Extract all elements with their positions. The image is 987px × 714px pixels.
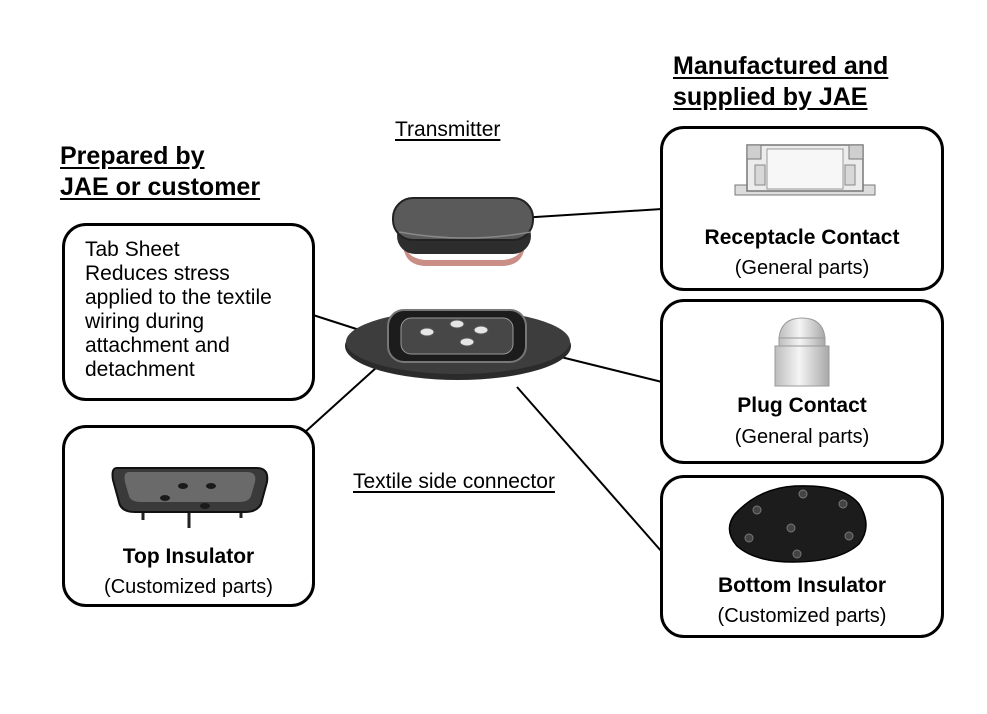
tab-sheet-desc-line: wiring during (85, 310, 205, 333)
prepared-heading-line1: Prepared by (60, 142, 205, 170)
textile-connector-illustration (345, 309, 571, 380)
top-insulator-illustration (111, 467, 269, 528)
plug-contact-box: Plug Contact (General parts) (660, 299, 944, 464)
tab-sheet-desc-line: Reduces stress (85, 262, 230, 285)
top-insulator-type: (Customized parts) (104, 576, 273, 598)
transmitter-label: Transmitter (395, 118, 501, 141)
transmitter-illustration (392, 197, 534, 266)
leader-line-bottom-insulator (516, 386, 663, 553)
tab-sheet-desc-line: attachment and (85, 334, 230, 357)
bottom-insulator-illustration (728, 485, 867, 563)
bottom-insulator-name: Bottom Insulator (718, 574, 886, 597)
plug-contact-type: (General parts) (734, 426, 870, 448)
receptacle-contact-type: (General parts) (734, 257, 870, 279)
receptacle-contact-illustration (734, 144, 876, 196)
receptacle-contact-name: Receptacle Contact (704, 226, 900, 249)
tab-sheet-box: Tab Sheet Reduces stress applied to the … (62, 223, 315, 401)
top-insulator-name: Top Insulator (122, 545, 255, 568)
textile-connector-label: Textile side connector (353, 470, 555, 493)
manufactured-heading: Manufactured and supplied by JAE (673, 51, 888, 113)
bottom-insulator-type: (Customized parts) (717, 605, 887, 627)
tab-sheet-text: Tab Sheet Reduces stress applied to the … (85, 238, 272, 382)
bottom-insulator-box: Bottom Insulator (Customized parts) (660, 475, 944, 638)
manufactured-heading-line2: supplied by JAE (673, 83, 868, 111)
receptacle-contact-box: Receptacle Contact (General parts) (660, 126, 944, 291)
top-insulator-box: Top Insulator (Customized parts) (62, 425, 315, 607)
manufactured-heading-line1: Manufactured and (673, 52, 889, 80)
prepared-heading: Prepared by JAE or customer (60, 141, 260, 203)
prepared-heading-line2: JAE or customer (60, 173, 261, 201)
tab-sheet-title: Tab Sheet (85, 238, 180, 261)
plug-contact-illustration (774, 317, 830, 387)
tab-sheet-desc-line: applied to the textile (85, 286, 272, 309)
tab-sheet-desc-line: detachment (85, 358, 195, 381)
plug-contact-name: Plug Contact (737, 394, 867, 417)
